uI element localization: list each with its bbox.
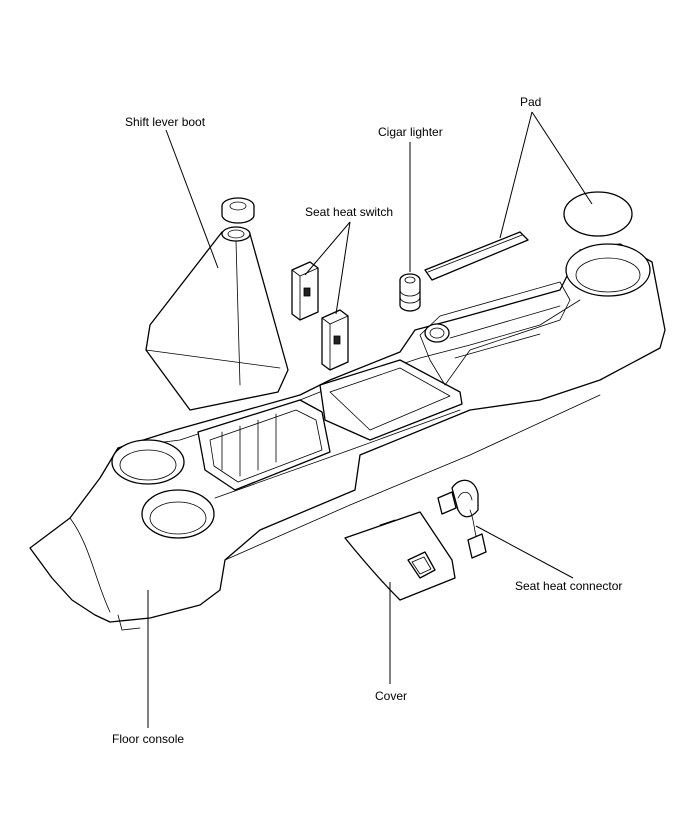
label-seat-heat-switch: Seat heat switch [305, 205, 394, 219]
leader-seat-heat-switch-lower [335, 221, 351, 315]
leader-lines [147, 111, 593, 728]
floor-console-part [29, 243, 666, 631]
label-floor-console: Floor console [112, 732, 185, 746]
leader-pad-strip [499, 111, 533, 239]
leader-seat-heat-switch-upper [304, 221, 351, 276]
cigar-lighter-part [399, 273, 421, 312]
pad-strip-part [424, 231, 529, 281]
seat-heat-switch-upper [291, 261, 319, 321]
pad-round-part [563, 191, 633, 237]
leader-seat-heat-connector [475, 525, 574, 579]
leader-shift-lever-boot [165, 129, 219, 269]
label-seat-heat-connector: Seat heat connector [515, 579, 623, 593]
leader-pad-round [531, 111, 593, 205]
label-shift-lever-boot: Shift lever boot [125, 115, 206, 129]
cover-part [344, 511, 456, 601]
label-pad: Pad [520, 95, 542, 109]
shift-lever-boot-part [145, 197, 289, 411]
seat-heat-connector-part [437, 479, 487, 559]
label-cover: Cover [375, 689, 408, 703]
label-cigar-lighter: Cigar lighter [378, 125, 443, 139]
seat-heat-switch-lower [321, 309, 349, 371]
